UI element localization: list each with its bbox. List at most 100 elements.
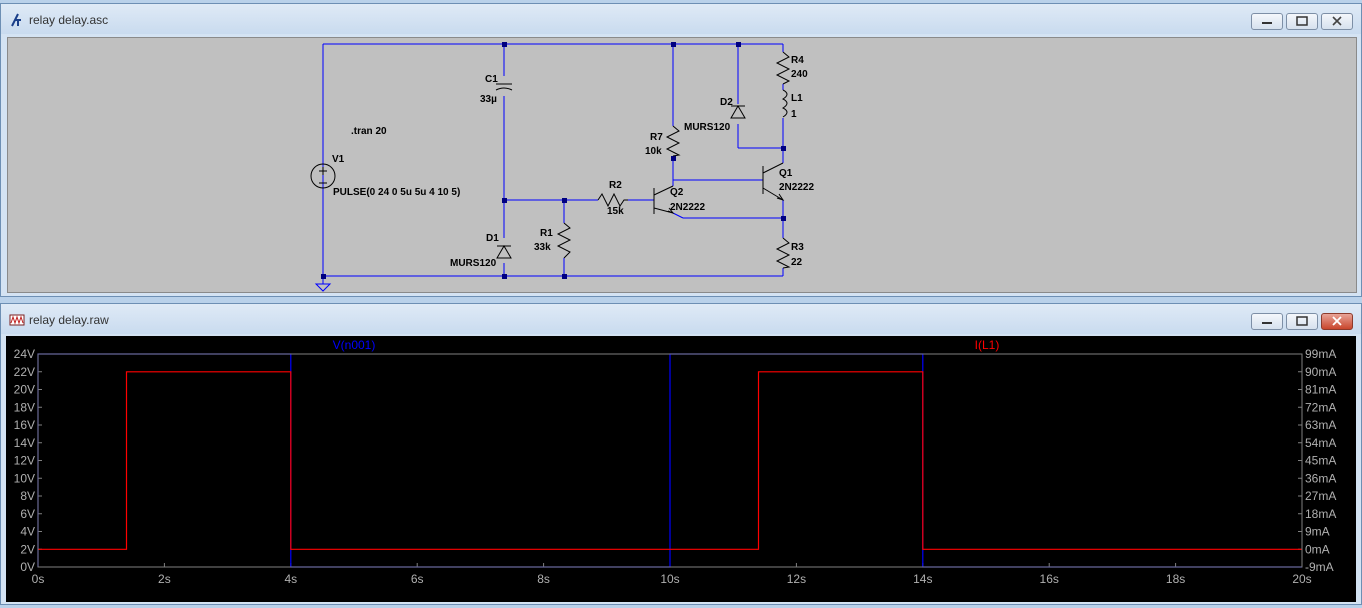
maximize-button[interactable] bbox=[1286, 13, 1318, 30]
left-tick-label: 0V bbox=[20, 560, 35, 574]
d2-value: MURS120 bbox=[684, 122, 731, 133]
right-tick-label: 0mA bbox=[1305, 542, 1330, 556]
x-tick-label: 12s bbox=[787, 572, 806, 586]
right-tick-label: 36mA bbox=[1305, 471, 1336, 485]
minimize-icon bbox=[1262, 22, 1272, 24]
maximize-button[interactable] bbox=[1286, 313, 1318, 330]
r3-name: R3 bbox=[791, 242, 804, 253]
right-tick-label: 9mA bbox=[1305, 525, 1330, 539]
right-tick-label: 54mA bbox=[1305, 436, 1336, 450]
r7-resistor-symbol[interactable] bbox=[665, 125, 681, 157]
d2-diode-symbol[interactable] bbox=[730, 105, 746, 119]
ground-symbol bbox=[314, 283, 332, 292]
close-button[interactable] bbox=[1321, 313, 1353, 330]
minimize-icon bbox=[1262, 322, 1272, 324]
minimize-button[interactable] bbox=[1251, 13, 1283, 30]
c1-capacitor-symbol[interactable] bbox=[495, 83, 513, 91]
schematic-window: relay delay.asc bbox=[0, 3, 1362, 297]
waveform-window-title: relay delay.raw bbox=[29, 313, 109, 327]
q1-transistor-symbol[interactable] bbox=[762, 162, 785, 201]
q2-name: Q2 bbox=[670, 187, 684, 198]
right-axis-ticks: 99mA90mA81mA72mA63mA54mA45mA36mA27mA18mA… bbox=[1298, 347, 1336, 574]
left-tick-label: 12V bbox=[14, 454, 35, 468]
close-button[interactable] bbox=[1321, 13, 1353, 30]
v1-value: PULSE(0 24 0 5u 5u 4 10 5) bbox=[333, 187, 460, 198]
q1-name: Q1 bbox=[779, 168, 793, 179]
right-tick-label: 27mA bbox=[1305, 489, 1336, 503]
left-tick-label: 20V bbox=[14, 383, 35, 397]
x-tick-label: 18s bbox=[1166, 572, 1185, 586]
right-tick-label: 18mA bbox=[1305, 507, 1336, 521]
tran-directive[interactable]: .tran 20 bbox=[351, 126, 387, 137]
d2-name: D2 bbox=[720, 97, 733, 108]
r4-resistor-symbol[interactable] bbox=[775, 51, 791, 85]
x-tick-label: 14s bbox=[913, 572, 932, 586]
l1-inductor-symbol[interactable] bbox=[781, 89, 788, 118]
c1-value: 33µ bbox=[480, 94, 497, 105]
plot-frame bbox=[37, 353, 1303, 568]
r1-value: 33k bbox=[534, 242, 551, 253]
v1-source-symbol[interactable] bbox=[310, 163, 336, 189]
r2-resistor-symbol[interactable] bbox=[597, 192, 628, 208]
right-tick-label: 90mA bbox=[1305, 365, 1336, 379]
close-icon bbox=[1332, 16, 1342, 26]
left-tick-label: 6V bbox=[20, 507, 35, 521]
junction-dots bbox=[321, 42, 786, 279]
r4-value: 240 bbox=[791, 69, 808, 80]
right-tick-label: 63mA bbox=[1305, 418, 1336, 432]
trace-label-v-n001[interactable]: V(n001) bbox=[333, 338, 376, 352]
l1-value: 1 bbox=[791, 109, 797, 120]
wires bbox=[322, 43, 784, 284]
right-tick-label: 99mA bbox=[1305, 347, 1336, 361]
waveform-titlebar[interactable]: relay delay.raw bbox=[1, 304, 1361, 334]
d1-name: D1 bbox=[486, 233, 499, 244]
right-tick-label: 72mA bbox=[1305, 400, 1336, 414]
q2-transistor-symbol[interactable] bbox=[653, 185, 675, 215]
right-tick-label: 81mA bbox=[1305, 383, 1336, 397]
waveform-icon bbox=[9, 314, 25, 326]
q1-value: 2N2222 bbox=[779, 182, 814, 193]
left-tick-label: 22V bbox=[14, 365, 35, 379]
d1-diode-symbol[interactable] bbox=[496, 245, 512, 259]
x-tick-label: 0s bbox=[32, 572, 45, 586]
q2-value: 2N2222 bbox=[670, 202, 705, 213]
left-tick-label: 2V bbox=[20, 542, 35, 556]
schematic-drawing[interactable]: .tran 20 V1 PULSE(0 24 0 5u 5u 4 10 5) C… bbox=[8, 38, 1358, 296]
schematic-window-title: relay delay.asc bbox=[29, 13, 109, 27]
x-tick-label: 4s bbox=[284, 572, 297, 586]
trace-v-n001[interactable] bbox=[37, 353, 1302, 568]
right-tick-label: -9mA bbox=[1305, 560, 1334, 574]
r4-name: R4 bbox=[791, 55, 804, 66]
x-tick-label: 8s bbox=[537, 572, 550, 586]
v1-name: V1 bbox=[332, 154, 345, 165]
r2-value: 15k bbox=[607, 206, 624, 217]
c1-name: C1 bbox=[485, 74, 498, 85]
schematic-titlebar[interactable]: relay delay.asc bbox=[1, 4, 1361, 34]
r7-name: R7 bbox=[650, 132, 663, 143]
r1-resistor-symbol[interactable] bbox=[556, 222, 572, 259]
trace-i-l1[interactable] bbox=[38, 371, 1302, 550]
l1-name: L1 bbox=[791, 93, 803, 104]
left-tick-label: 14V bbox=[14, 436, 35, 450]
x-tick-label: 10s bbox=[660, 572, 679, 586]
r1-name: R1 bbox=[540, 228, 553, 239]
maximize-icon bbox=[1296, 316, 1308, 326]
left-tick-label: 24V bbox=[14, 347, 35, 361]
left-tick-label: 8V bbox=[20, 489, 35, 503]
left-tick-label: 18V bbox=[14, 400, 35, 414]
r3-value: 22 bbox=[791, 257, 803, 268]
close-icon bbox=[1332, 316, 1342, 326]
r3-resistor-symbol[interactable] bbox=[775, 237, 791, 269]
x-tick-label: 2s bbox=[158, 572, 171, 586]
d1-value: MURS120 bbox=[450, 258, 497, 269]
minimize-button[interactable] bbox=[1251, 313, 1283, 330]
maximize-icon bbox=[1296, 16, 1308, 26]
trace-label-i-l1[interactable]: I(L1) bbox=[975, 338, 1000, 352]
r2-name: R2 bbox=[609, 180, 622, 191]
x-tick-label: 16s bbox=[1040, 572, 1059, 586]
schematic-canvas[interactable]: .tran 20 V1 PULSE(0 24 0 5u 5u 4 10 5) C… bbox=[7, 37, 1357, 293]
